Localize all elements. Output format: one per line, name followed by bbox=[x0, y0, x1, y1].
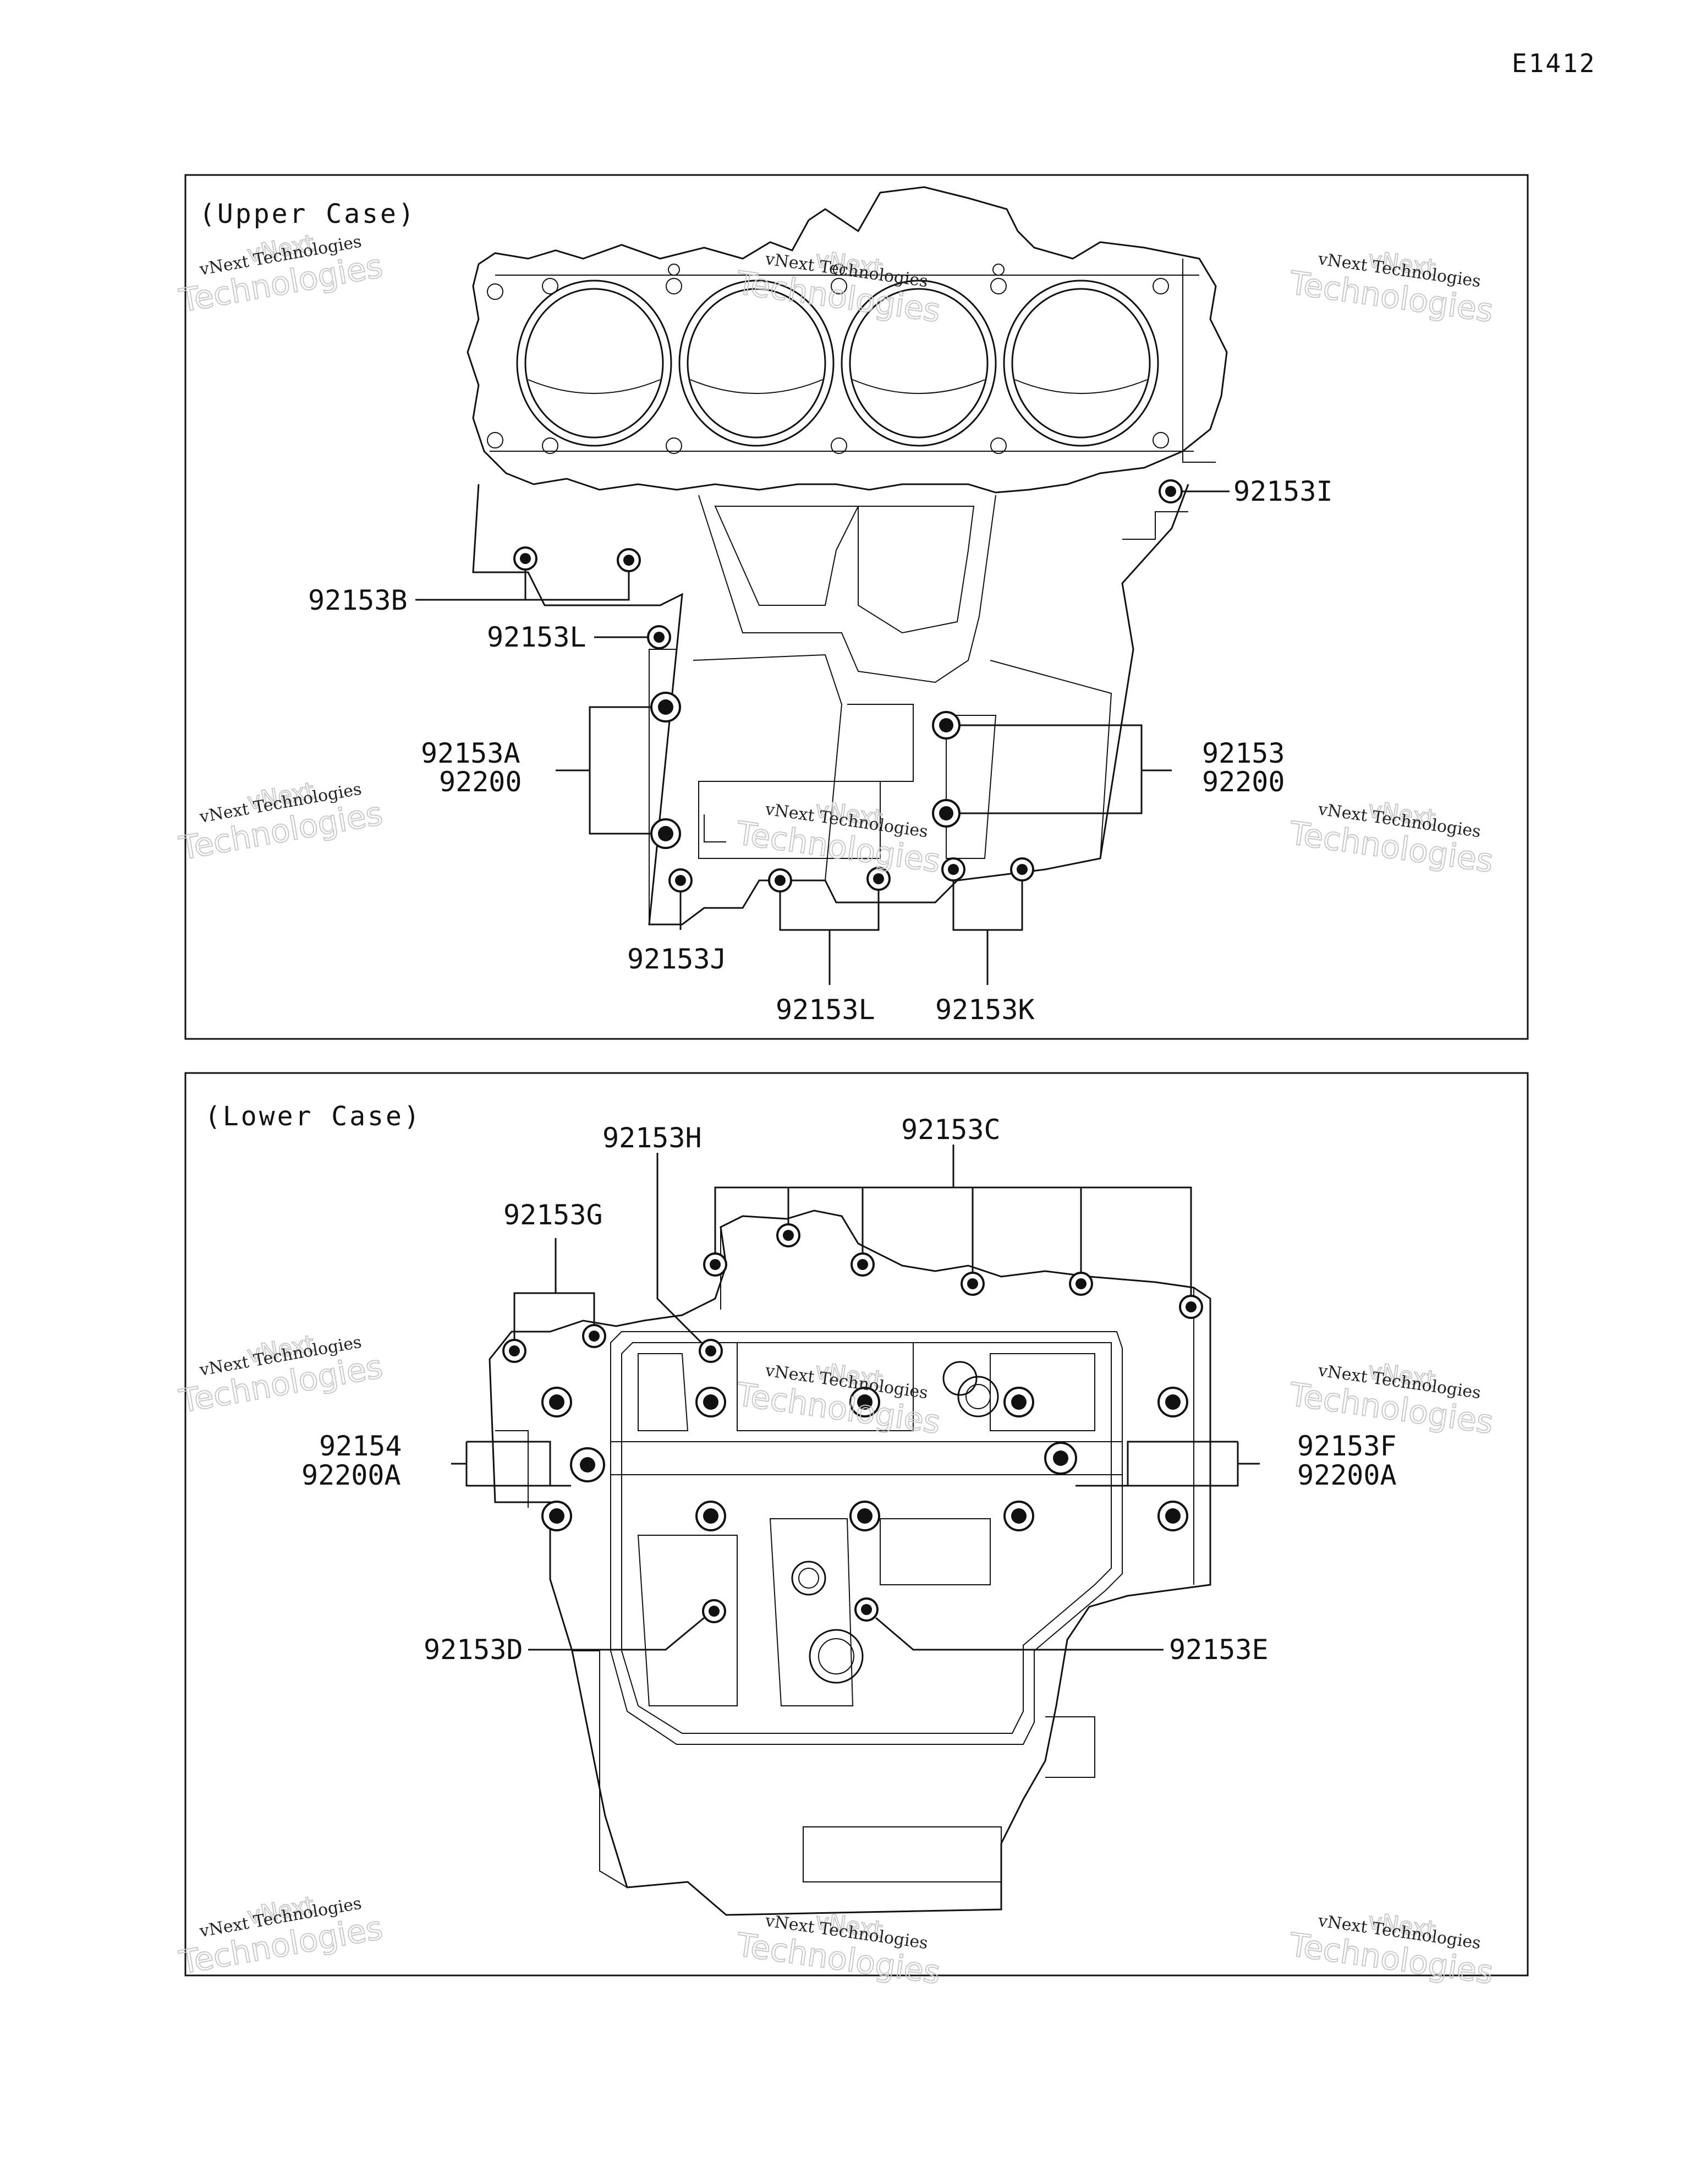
label-92200A-right: 92200A bbox=[1297, 1459, 1397, 1491]
bolt-marker bbox=[647, 625, 671, 649]
upper-case-caption: (Upper Case) bbox=[199, 199, 416, 229]
bolt-marker bbox=[695, 1387, 726, 1417]
watermark: Technologies vNext vNext Technologies bbox=[733, 1356, 943, 1442]
label-92200-right: 92200 bbox=[1202, 766, 1285, 798]
bolt-marker bbox=[650, 692, 681, 722]
label-92153J: 92153J bbox=[627, 943, 727, 975]
label-92200-left: 92200 bbox=[439, 766, 522, 798]
bolt-marker bbox=[617, 548, 641, 572]
watermark: Technologies vNext vNext Technologies bbox=[176, 1891, 386, 1982]
bolt-marker bbox=[941, 857, 965, 882]
bolt-marker bbox=[1003, 1501, 1034, 1531]
bolt-marker bbox=[932, 799, 961, 828]
watermark: Technologies vNext vNext Technologies bbox=[1286, 245, 1496, 330]
label-92153B: 92153B bbox=[308, 584, 408, 616]
label-92153L-top: 92153L bbox=[487, 621, 586, 653]
bolt-marker bbox=[582, 1324, 606, 1348]
lower-leader-lines bbox=[451, 1145, 1260, 1651]
bolt-marker bbox=[849, 1387, 880, 1417]
label-92153D: 92153D bbox=[424, 1634, 523, 1666]
upper-case-panel: (Upper Case) bbox=[184, 174, 1529, 1040]
lower-bolts bbox=[502, 1223, 1203, 1623]
bolt-marker bbox=[699, 1339, 723, 1363]
bolt-marker bbox=[1157, 1387, 1188, 1417]
label-92153F: 92153F bbox=[1297, 1430, 1397, 1462]
label-92153L-bottom: 92153L bbox=[776, 994, 875, 1026]
bolt-marker bbox=[695, 1501, 726, 1531]
bolt-marker bbox=[932, 711, 961, 740]
bolt-marker bbox=[703, 1252, 727, 1277]
bolt-marker bbox=[541, 1387, 572, 1417]
watermark: Technologies vNext vNext Technologies bbox=[733, 795, 943, 880]
bolt-marker bbox=[502, 1339, 526, 1363]
bolt-marker bbox=[650, 818, 681, 849]
bolt-marker bbox=[1003, 1387, 1034, 1417]
label-92153I: 92153I bbox=[1233, 475, 1333, 507]
watermark: Technologies vNext vNext Technologies bbox=[1286, 795, 1496, 880]
bolt-marker bbox=[1044, 1442, 1077, 1475]
watermark: Technologies vNext vNext Technologies bbox=[176, 1329, 386, 1421]
bolt-marker bbox=[1179, 1295, 1203, 1319]
label-92153A: 92153A bbox=[421, 737, 520, 769]
bolt-marker bbox=[570, 1447, 605, 1482]
bolt-marker bbox=[849, 1501, 880, 1531]
label-92153H: 92153H bbox=[602, 1122, 702, 1154]
lower-case-panel: (Lower Case) bbox=[184, 1072, 1529, 1977]
watermark: Technologies vNext vNext Technologies bbox=[1286, 1356, 1496, 1442]
upper-leader-lines bbox=[415, 490, 1230, 985]
label-92153K: 92153K bbox=[935, 994, 1035, 1026]
label-92153G: 92153G bbox=[503, 1199, 603, 1231]
lower-crankcase-drawing bbox=[489, 1209, 1211, 1916]
watermark: Technologies vNext vNext Technologies bbox=[733, 245, 943, 330]
bolt-marker bbox=[702, 1599, 726, 1623]
bolt-marker bbox=[1157, 1501, 1188, 1531]
watermark: Technologies vNext vNext Technologies bbox=[176, 776, 386, 868]
bolt-marker bbox=[768, 868, 792, 893]
upper-case-frame bbox=[184, 174, 1529, 1040]
bolt-marker bbox=[851, 1252, 875, 1277]
watermark: Technologies vNext vNext Technologies bbox=[176, 229, 386, 320]
bolt-marker bbox=[1010, 857, 1034, 882]
upper-crankcase-drawing bbox=[467, 186, 1228, 926]
bolt-marker bbox=[513, 546, 537, 571]
lower-case-caption: (Lower Case) bbox=[205, 1101, 422, 1132]
bolt-marker bbox=[1069, 1272, 1093, 1296]
bolt-marker bbox=[854, 1597, 879, 1622]
label-92154: 92154 bbox=[319, 1430, 402, 1462]
bolt-marker bbox=[541, 1501, 572, 1531]
watermark: Technologies vNext vNext Technologies bbox=[1286, 1907, 1496, 1992]
bolt-marker bbox=[961, 1272, 985, 1296]
label-92153: 92153 bbox=[1202, 737, 1285, 769]
bolt-marker bbox=[1159, 479, 1183, 503]
page-id: E1412 bbox=[1512, 48, 1596, 78]
bolt-marker bbox=[776, 1223, 800, 1247]
label-92200A-left: 92200A bbox=[301, 1459, 401, 1491]
label-92153E: 92153E bbox=[1169, 1634, 1269, 1666]
lower-case-frame bbox=[184, 1072, 1529, 1977]
bolt-marker bbox=[668, 868, 693, 893]
label-92153C: 92153C bbox=[901, 1114, 1001, 1146]
